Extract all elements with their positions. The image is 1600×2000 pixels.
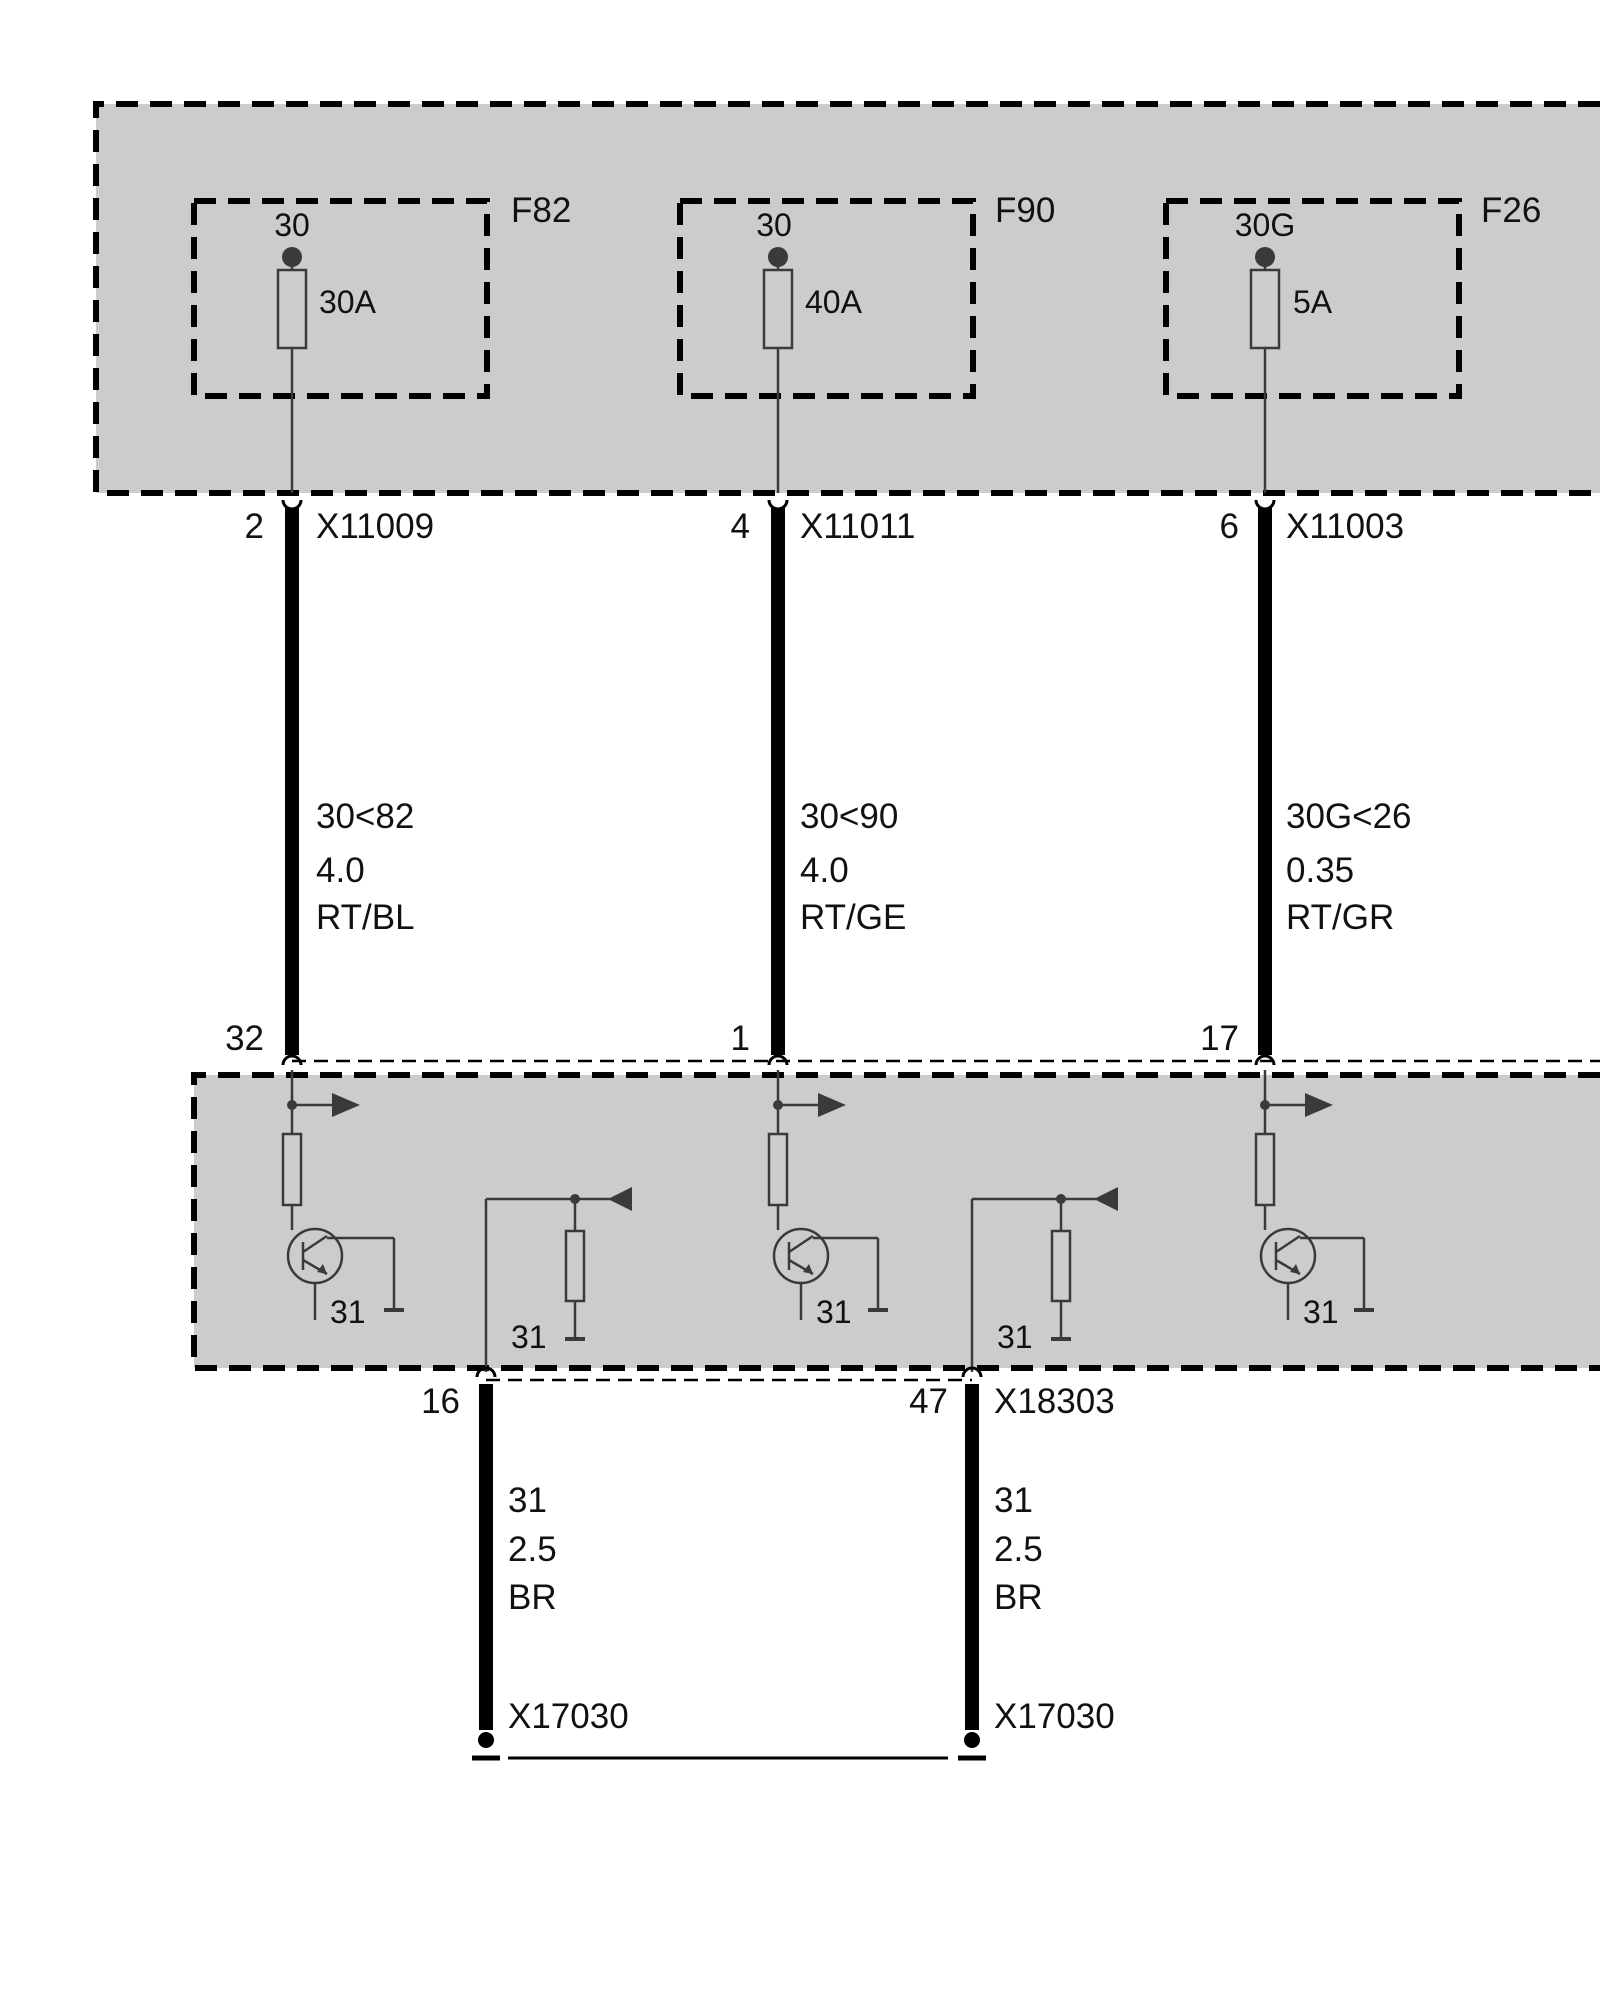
output-stage-1: 31 [281, 1070, 404, 1330]
wire-color-label: BR [994, 1578, 1043, 1617]
ground-point-icon [478, 1732, 494, 1748]
fuse-id-label: F82 [511, 191, 571, 230]
ground-label: 31 [997, 1319, 1033, 1355]
wire-color-label: RT/BL [316, 898, 415, 937]
wire-gauge-label: 2.5 [508, 1530, 557, 1569]
pin-number: 1 [731, 1019, 750, 1058]
pin-number: 17 [1200, 1019, 1239, 1058]
wire-gauge-label: 0.35 [1286, 851, 1354, 890]
fuse-terminal-label: 30G [1235, 207, 1295, 243]
fuse-id-label: F26 [1481, 191, 1541, 230]
ground-connector-label: X17030 [994, 1697, 1115, 1736]
ground-label: 31 [330, 1294, 366, 1330]
control-module: 31 31 [191, 1059, 1600, 1382]
terminal-dot [768, 247, 788, 267]
signal-arrow-icon [332, 1093, 360, 1117]
fuse-id-label: F90 [995, 191, 1055, 230]
fuse-f90: 30 40A F90 [677, 191, 1055, 493]
fuse-terminal-label: 30 [756, 207, 792, 243]
terminal-dot [1255, 247, 1275, 267]
pin-number: 6 [1220, 507, 1239, 546]
wire-color-label: RT/GR [1286, 898, 1394, 937]
connector-label: X11003 [1286, 507, 1404, 546]
output-stage-2: 31 [767, 1070, 888, 1330]
wire-color-label: RT/GE [800, 898, 906, 937]
ground-connector-label: X17030 [508, 1697, 629, 1736]
fuse-element-icon [1249, 268, 1281, 350]
fuse-rating-label: 5A [1293, 284, 1333, 320]
fuse-element-icon [276, 268, 308, 350]
signal-arrow-icon [818, 1093, 846, 1117]
pin-number: 4 [731, 507, 750, 546]
fuse-box: 30 30A F82 30 40A F90 30G 5A F26 [93, 101, 1600, 496]
pin-number: 47 [909, 1382, 948, 1421]
connector-label: X18303 [994, 1382, 1115, 1421]
signal-arrow-icon [608, 1187, 632, 1211]
pin-number: 32 [225, 1019, 264, 1058]
connector-socket-icon [281, 499, 303, 511]
wire-gauge-label: 4.0 [316, 851, 365, 890]
connector-socket-icon [767, 499, 789, 511]
wire-signal-label: 31 [994, 1481, 1033, 1520]
ground-label: 31 [1303, 1294, 1339, 1330]
supply-wire-3: 6 X11003 30G<26 0.35 RT/GR 17 [1200, 499, 1412, 1066]
ground-wire-1: 16 31 2.5 BR X17030 [421, 1366, 629, 1761]
fuse-f26: 30G 5A F26 [1163, 191, 1541, 493]
pin-number: 2 [245, 507, 264, 546]
terminal-dot [282, 247, 302, 267]
fuse-element-icon [762, 268, 794, 350]
ground-wire-2: 47 X18303 31 2.5 BR X17030 [909, 1366, 1115, 1761]
output-stage-3: 31 [1254, 1070, 1374, 1330]
connector-label: X11011 [800, 507, 915, 546]
wire-color-label: BR [508, 1578, 557, 1617]
fuse-rating-label: 40A [805, 284, 863, 320]
ground-label: 31 [511, 1319, 547, 1355]
ground-point-icon [964, 1732, 980, 1748]
resistor-icon [281, 1132, 303, 1207]
wire-signal-label: 30G<26 [1286, 797, 1412, 836]
connector-socket-icon [961, 1366, 983, 1378]
signal-arrow-icon [1094, 1187, 1118, 1211]
fuse-rating-label: 30A [319, 284, 377, 320]
connector-label: X11009 [316, 507, 434, 546]
pin-number: 16 [421, 1382, 460, 1421]
resistor-icon [1050, 1229, 1072, 1303]
sense-stage-1: 31 [484, 1187, 632, 1372]
supply-wire-2: 4 X11011 30<90 4.0 RT/GE 1 [731, 499, 915, 1066]
resistor-icon [1254, 1132, 1276, 1207]
connector-socket-icon [1254, 499, 1276, 511]
wire-gauge-label: 2.5 [994, 1530, 1043, 1569]
wire-gauge-label: 4.0 [800, 851, 849, 890]
resistor-icon [767, 1132, 789, 1207]
connector-socket-icon [475, 1366, 497, 1378]
fuse-f82: 30 30A F82 [191, 191, 571, 493]
sense-stage-2: 31 [970, 1187, 1118, 1372]
wire-signal-label: 31 [508, 1481, 547, 1520]
resistor-icon [564, 1229, 586, 1303]
fuse-terminal-label: 30 [274, 207, 310, 243]
supply-wire-1: 2 X11009 30<82 4.0 RT/BL 32 [225, 499, 434, 1066]
wire-signal-label: 30<90 [800, 797, 898, 836]
signal-arrow-icon [1305, 1093, 1333, 1117]
wire-signal-label: 30<82 [316, 797, 414, 836]
ground-label: 31 [816, 1294, 852, 1330]
